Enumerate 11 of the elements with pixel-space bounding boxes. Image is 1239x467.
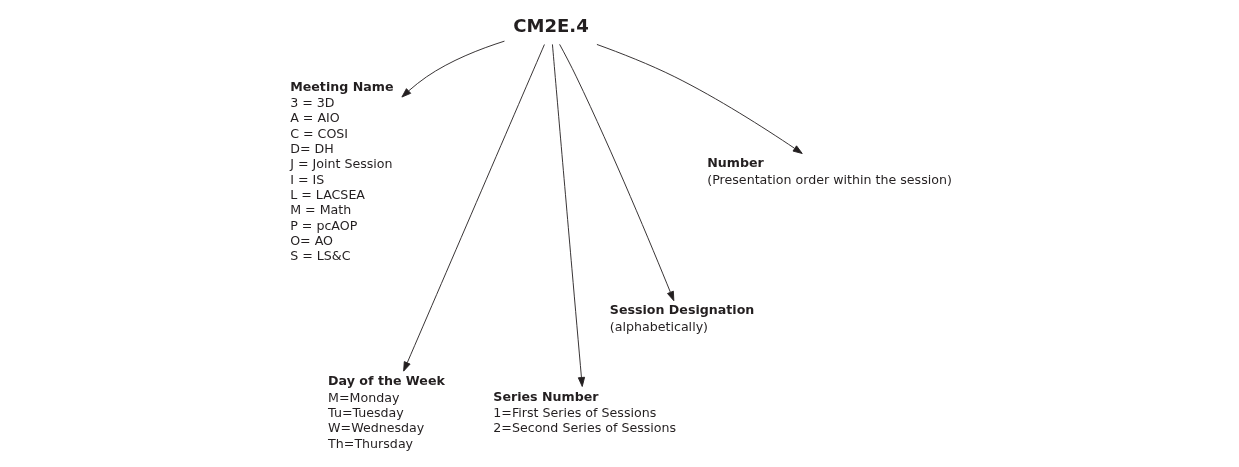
arrow <box>401 40 505 98</box>
arrow <box>552 43 586 387</box>
node-text: Session Designation (alphabetically) <box>609 302 755 334</box>
arrow <box>559 43 675 302</box>
node-text: Meeting Name 3 = 3D A = AIO C = COSI D= DH J = Joint Session I = IS L = LACSEA M = Math P = pcAOP O= AO S = LS&C <box>290 78 394 264</box>
arrow <box>403 44 545 372</box>
node-text: Day of the Week M=Monday Tu=Tuesday W=Wednesday Th=Thursday <box>328 373 445 451</box>
node-text: Number (Presentation order within the session) <box>707 155 952 187</box>
arrow <box>596 44 803 154</box>
node-text: Series Number 1=First Series of Sessions 2=Second Series of Sessions <box>493 388 677 436</box>
node-text: CM2E.4 <box>513 14 589 36</box>
